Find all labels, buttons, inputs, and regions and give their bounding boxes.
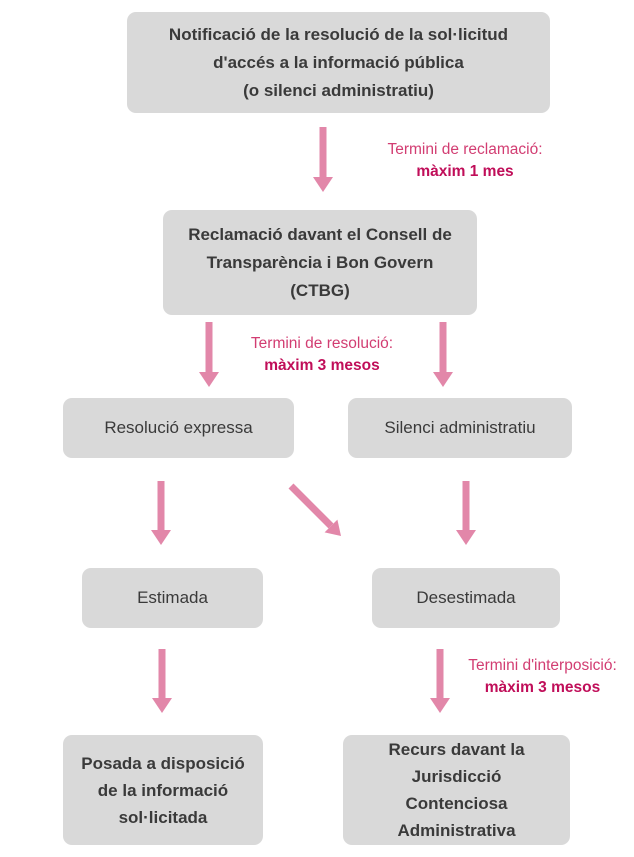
arrow-notificacio-to-reclamacio xyxy=(313,127,333,192)
arrow-estimada-to-posada xyxy=(152,649,172,713)
label-termini-resolucio: Termini de resolució: màxim 3 mesos xyxy=(222,333,422,377)
label-value: màxim 3 mesos xyxy=(264,357,380,374)
arrow-silenci-to-desestimada xyxy=(456,481,476,545)
node-estimada: Estimada xyxy=(82,568,263,628)
label-title: Termini d'interposició: xyxy=(468,657,617,674)
node-silenci-administratiu: Silenci administratiu xyxy=(348,398,572,458)
label-value: màxim 1 mes xyxy=(416,163,514,180)
node-desestimada: Desestimada xyxy=(372,568,560,628)
arrow-reclamacio-to-resolucio-expressa xyxy=(199,322,219,387)
arrow-reclamacio-to-silenci xyxy=(433,322,453,387)
node-resolucio-expressa: Resolució expressa xyxy=(63,398,294,458)
node-posada-disposicio: Posada a disposició de la informació sol… xyxy=(63,735,263,845)
arrow-desestimada-to-recurs xyxy=(430,649,450,713)
label-title: Termini de resolució: xyxy=(250,335,394,352)
arrow-resolucio-to-desestimada xyxy=(288,483,341,536)
node-notificacio: Notificació de la resolució de la sol·li… xyxy=(127,12,550,113)
label-title: Termini de reclamació: xyxy=(387,141,543,158)
label-termini-interposicio: Termini d'interposició: màxim 3 mesos xyxy=(455,655,630,699)
arrow-resolucio-to-estimada xyxy=(151,481,171,545)
node-reclamacio-ctbg: Reclamació davant el Consell de Transpar… xyxy=(163,210,477,315)
node-recurs-jurisdiccio: Recurs davant la Jurisdicció Contenciosa… xyxy=(343,735,570,845)
label-value: màxim 3 mesos xyxy=(484,679,601,696)
label-termini-reclamacio: Termini de reclamació: màxim 1 mes xyxy=(341,139,589,183)
